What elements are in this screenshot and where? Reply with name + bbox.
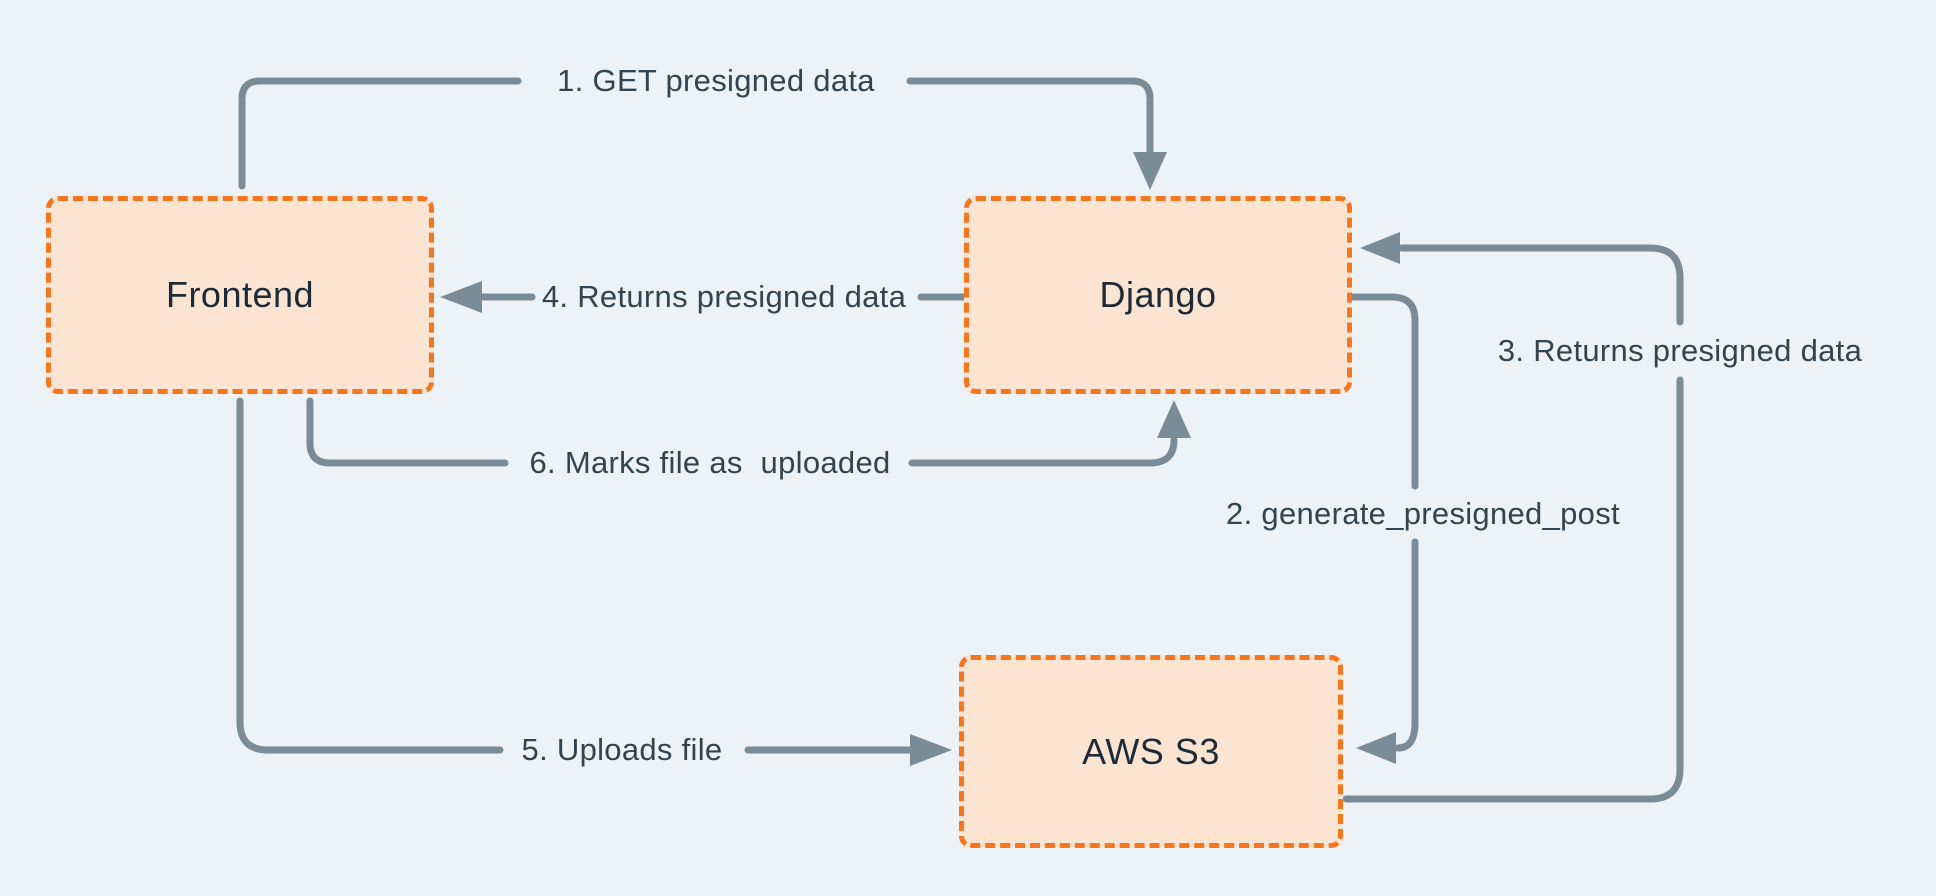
arrow-1-get-presigned-data-segment-b [906,77,1154,158]
node-frontend-label: Frontend [165,274,315,315]
arrow-3-returns-presigned-data-segment-b [1398,244,1684,326]
arrowhead-1-down-icon [1133,152,1167,190]
arrowhead-4-left-icon [440,281,482,313]
arrow-6-marks-file-uploaded-segment-a [306,397,509,467]
node-django: Django [964,196,1352,394]
arrow-6-marks-file-uploaded-segment-b [908,436,1178,467]
arrowhead-5-right-icon [910,734,952,766]
arrowhead-6-up-icon [1157,400,1191,438]
node-aws-s3: AWS S3 [959,655,1343,848]
edge-label-3-returns-presigned-data: 3. Returns presigned data [1497,333,1863,368]
arrow-5-uploads-file-segment-a [236,397,504,754]
arrowhead-2-left-icon [1356,732,1396,764]
edge-label-2-generate-presigned-post: 2. generate_presigned_post [1226,496,1620,531]
arrow-2-generate-presigned-post-segment-b [1394,538,1419,752]
edge-label-1-get-presigned-data: 1. GET presigned data [557,63,875,98]
arrow-3-returns-presigned-data-segment-a [1342,376,1684,803]
node-frontend: Frontend [46,196,434,394]
arrow-1-get-presigned-data-segment-a [238,77,522,190]
arrowhead-3-left-icon [1360,232,1400,264]
node-django-label: Django [1099,274,1217,315]
edge-label-6-marks-file-uploaded: 6. Marks file as uploaded [529,445,891,480]
edge-label-4-returns-presigned-data: 4. Returns presigned data [541,279,907,314]
node-aws-s3-label: AWS S3 [1082,730,1220,772]
arrow-2-generate-presigned-post-segment-a [1348,293,1419,490]
edge-label-5-uploads-file: 5. Uploads file [521,732,723,767]
